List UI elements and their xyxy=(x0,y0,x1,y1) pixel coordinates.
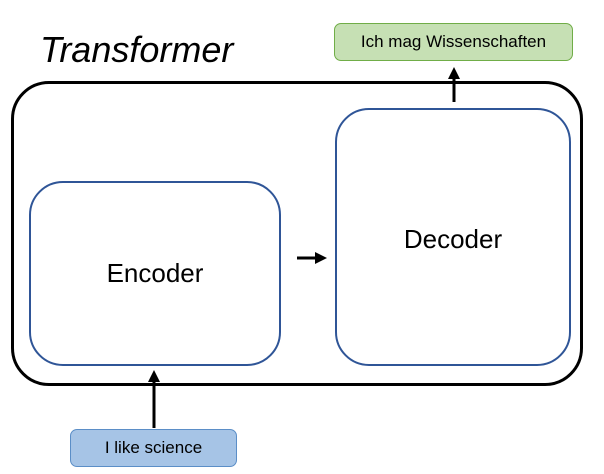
input-sentence-box: I like science xyxy=(70,429,237,467)
output-sentence-box: Ich mag Wissenschaften xyxy=(334,23,573,61)
diagram-title: Transformer xyxy=(40,29,234,70)
encoder-label: Encoder xyxy=(106,258,204,288)
decoder-label: Decoder xyxy=(403,224,503,254)
transformer-container xyxy=(11,81,583,386)
encoder-block: Encoder xyxy=(29,181,281,366)
input-sentence-text: I like science xyxy=(104,438,203,457)
output-sentence-text: Ich mag Wissenschaften xyxy=(360,32,547,51)
decoder-block: Decoder xyxy=(335,108,571,366)
